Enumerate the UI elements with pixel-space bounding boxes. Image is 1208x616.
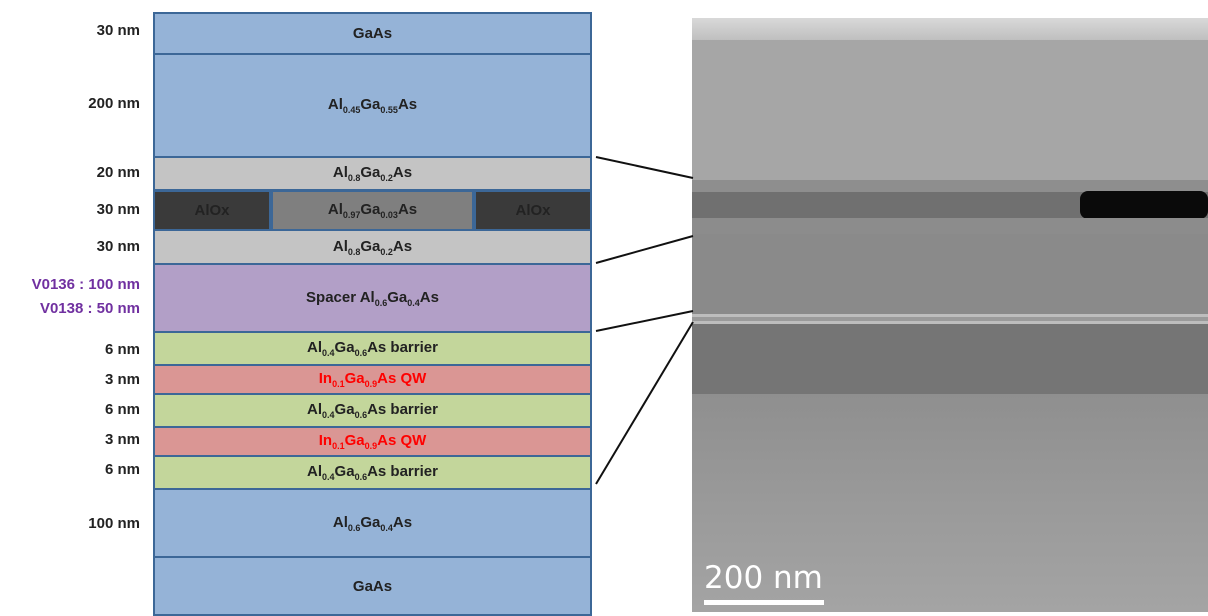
- layer-gaas-substrate-label: GaAs: [352, 577, 393, 595]
- tem-barrier-line: [692, 317, 1208, 321]
- tem-qw-line-2: [692, 321, 1208, 324]
- thickness-barrier-1: 6 nm: [104, 341, 140, 358]
- tem-surface-band: [692, 18, 1208, 40]
- layer-algaas-45: Al0.45Ga0.55As: [153, 53, 592, 158]
- layer-gaas-cap-label: GaAs: [352, 25, 393, 42]
- scale-bar-line: [704, 600, 824, 605]
- thickness-barrier-2: 6 nm: [104, 401, 140, 418]
- layer-algaas-8-bottom: Al0.8Ga0.2As: [153, 229, 592, 265]
- layer-barrier-3: Al0.4Ga0.6As barrier: [153, 455, 592, 490]
- layer-barrier-1-label: Al0.4Ga0.6As barrier: [307, 339, 438, 358]
- layer-algaas-97-label: Al0.97Ga0.03As: [327, 201, 418, 220]
- thickness-oxide: 30 nm: [96, 201, 140, 218]
- layer-gaas-cap: GaAs: [153, 12, 592, 55]
- tem-algaas-6-region: [692, 324, 1208, 394]
- tem-algaas-45-region: [692, 40, 1208, 180]
- tem-algaas-8-region: [692, 180, 1208, 192]
- layer-algaas-8-bottom-label: Al0.8Ga0.2As: [332, 237, 413, 257]
- tem-spacer-region: [692, 234, 1208, 314]
- thickness-qw-2: 3 nm: [104, 431, 140, 448]
- thickness-algaas-8-bottom: 30 nm: [96, 238, 140, 255]
- layer-alox-right: AlOx: [474, 190, 592, 231]
- tem-qw-line-1: [692, 314, 1208, 317]
- layer-oxide-row: AlOx Al0.97Ga0.03As AlOx: [153, 190, 592, 231]
- connector-line-4: [595, 321, 694, 485]
- layer-qw-1-label: In0.1Ga0.9As QW: [318, 370, 427, 389]
- layer-alox-left: AlOx: [153, 190, 271, 231]
- layer-algaas-6-bottom-label: Al0.6Ga0.4As: [332, 513, 413, 533]
- thickness-gaas-cap: 30 nm: [96, 22, 140, 39]
- tem-alox-dark-region: [1080, 191, 1208, 219]
- thickness-barrier-3: 6 nm: [104, 461, 140, 478]
- layer-qw-2-label: In0.1Ga0.9As QW: [318, 432, 427, 451]
- layer-gaas-substrate: GaAs: [153, 556, 592, 616]
- layer-barrier-2-label: Al0.4Ga0.6As barrier: [307, 401, 438, 420]
- thickness-spacer-v0136: V0136 : 100 nm: [31, 276, 140, 293]
- thickness-qw-1: 3 nm: [104, 371, 140, 388]
- connector-line-2: [595, 235, 694, 264]
- layer-alox-right-label: AlOx: [515, 202, 551, 219]
- thickness-spacer-v0138: V0138 : 50 nm: [39, 300, 140, 317]
- layer-algaas-45-label: Al0.45Ga0.55As: [327, 96, 418, 115]
- tem-algaas-8-lower-region: [692, 218, 1208, 234]
- layer-alox-left-label: AlOx: [194, 202, 230, 219]
- connector-line-3: [595, 310, 694, 332]
- scale-bar-label: 200 nm: [704, 560, 823, 596]
- connector-line-1: [595, 156, 694, 179]
- tem-substrate-region: [692, 394, 1208, 612]
- thickness-algaas-8-top: 20 nm: [96, 164, 140, 181]
- layer-algaas-8-top: Al0.8Ga0.2As: [153, 156, 592, 191]
- layer-algaas-8-top-label: Al0.8Ga0.2As: [332, 164, 413, 183]
- layer-spacer-label: Spacer Al0.6Ga0.4As: [306, 288, 439, 308]
- layer-barrier-3-label: Al0.4Ga0.6As barrier: [307, 463, 438, 482]
- thickness-algaas-45: 200 nm: [88, 95, 140, 112]
- thickness-algaas-6-bottom: 100 nm: [88, 515, 140, 532]
